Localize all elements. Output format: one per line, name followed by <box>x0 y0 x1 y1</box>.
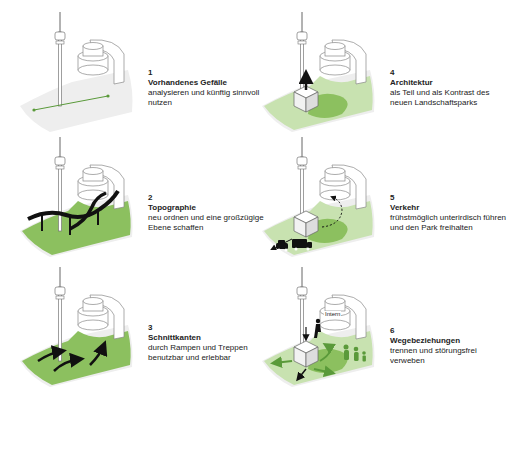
panel-number: 4 <box>390 68 394 78</box>
panel-number: 6 <box>390 326 394 336</box>
panel-heading: Topographie <box>148 203 266 213</box>
panel-heading: Wegebeziehungen <box>390 336 512 346</box>
panel-heading: Verkehr <box>390 203 512 213</box>
panel-number: 1 <box>148 68 152 78</box>
panel-number: 3 <box>148 323 152 333</box>
panel-description: analysieren und künftig sinnvoll nutzen <box>148 88 266 108</box>
panel-description: neu ordnen und eine großzügige Ebene sch… <box>148 213 266 233</box>
panel-number: 2 <box>148 193 152 203</box>
panel-description: durch Rampen und Treppen benutzbar und e… <box>148 343 266 363</box>
panel-number: 5 <box>390 193 394 203</box>
panel-description: als Teil und als Kontrast des neuen Land… <box>390 88 512 108</box>
figure-label: Intern <box>324 311 341 318</box>
panel-heading: Schnittkanten <box>148 333 266 343</box>
panel-heading: Vorhandenes Gefälle <box>148 78 266 88</box>
panel-heading: Architektur <box>390 78 512 88</box>
panel-description: frühstmöglich unterirdisch führen und de… <box>390 213 512 233</box>
panel-description: trennen und störungsfrei verweben <box>390 346 512 366</box>
